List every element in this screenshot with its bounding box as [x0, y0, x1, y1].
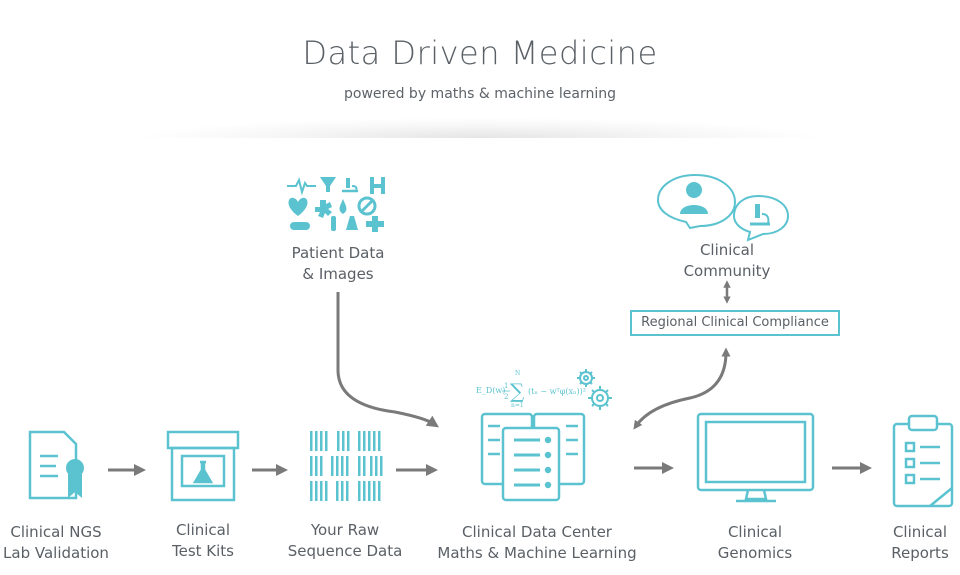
- svg-text:n=1: n=1: [511, 402, 524, 409]
- flow-arrows: [108, 462, 872, 476]
- page-subtitle: powered by maths & machine learning: [344, 86, 616, 102]
- certificate-icon: [28, 430, 84, 500]
- compliance-box: Regional Clinical Compliance: [630, 310, 840, 336]
- test-kit-icon: [166, 430, 240, 502]
- microscope-bubble-icon: [732, 194, 790, 242]
- sequence-bars-icon: [310, 431, 383, 501]
- medical-icons-cluster: [287, 177, 385, 232]
- formula-lhs: E_D(w): [476, 386, 505, 395]
- svg-text:∑: ∑: [510, 379, 525, 403]
- clipboard-icon: [892, 414, 954, 508]
- svg-text:1: 1: [504, 382, 508, 390]
- svg-text:N: N: [515, 370, 520, 377]
- person-bubble-icon: [656, 173, 737, 230]
- svg-text:(tₙ − wᵀφ(xₙ))²: (tₙ − wᵀφ(xₙ))²: [528, 387, 586, 396]
- formula: E_D(w) 1 2 N ∑ n=1 (tₙ − wᵀφ(xₙ))²: [476, 370, 586, 409]
- header-shadow: [140, 118, 820, 138]
- gears-icon: [577, 369, 612, 410]
- datacenter-compliance-arrow: [633, 347, 731, 430]
- svg-text:2: 2: [504, 393, 508, 401]
- monitor-icon: [696, 412, 815, 503]
- patient-to-datacenter-arrow: [336, 292, 439, 428]
- patient-data-label: Patient Data& Images: [291, 244, 385, 283]
- page-title: Data Driven Medicine: [302, 34, 658, 72]
- server-icon: [480, 412, 586, 502]
